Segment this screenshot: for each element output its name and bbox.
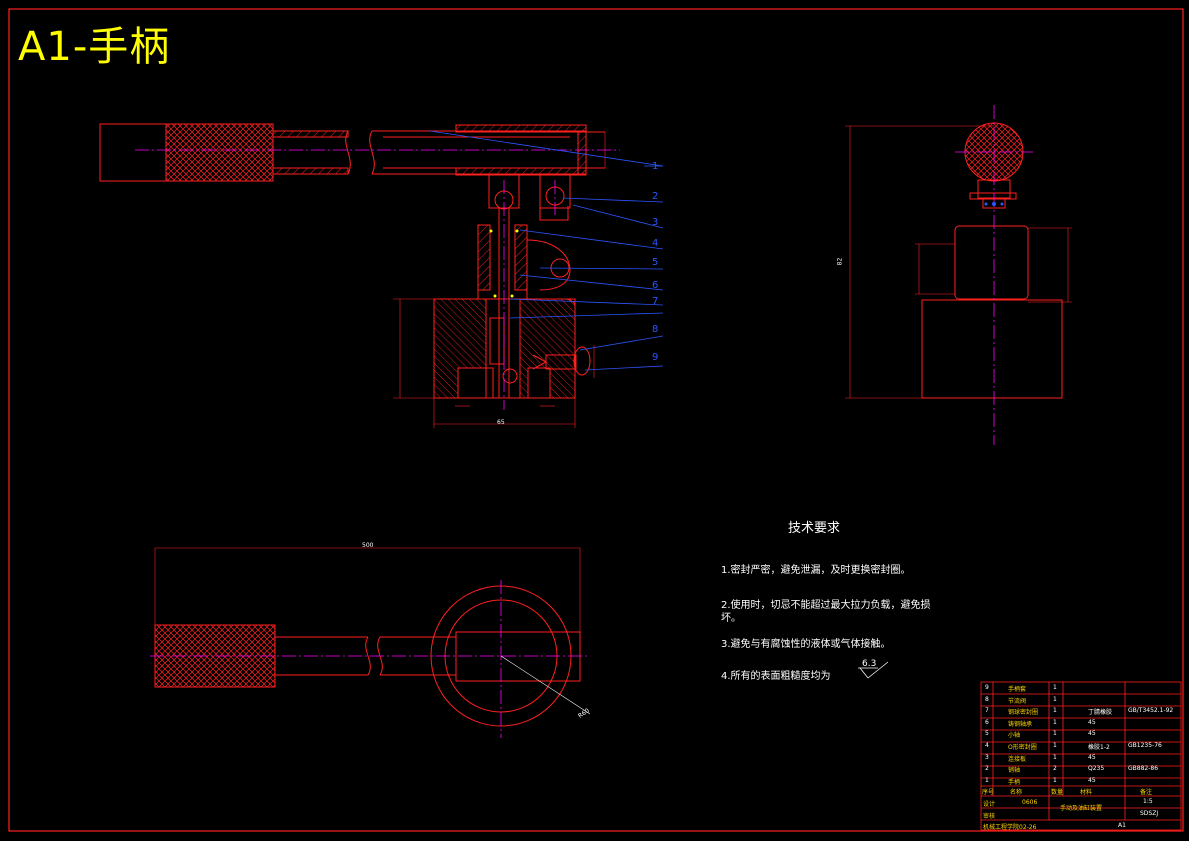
balloon-label: 8 bbox=[652, 324, 659, 335]
drawing-name: 手动及油缸装置 bbox=[1060, 805, 1103, 812]
parts-cell-name: 铸钢轴承 bbox=[1008, 720, 1033, 728]
dim-length-top: 500 bbox=[362, 542, 374, 549]
title-block bbox=[980, 681, 1182, 831]
roughness-value: 6.3 bbox=[862, 659, 877, 669]
parts-cell-no: 2 bbox=[985, 765, 989, 773]
requirement-item: 4.所有的表面粗糙度均为 bbox=[721, 671, 831, 682]
parts-cell-name: O形密封圈 bbox=[1008, 744, 1037, 751]
parts-cell-name: 钢球密封圈 bbox=[1008, 709, 1039, 717]
parts-cell-std: GB1235-76 bbox=[1128, 742, 1162, 749]
parts-cell-qty: 1 bbox=[1053, 684, 1057, 691]
requirement-item: 1.密封严密，避免泄漏，及时更换密封圈。 bbox=[721, 565, 911, 576]
handle-end bbox=[99, 123, 167, 182]
shaft-lower-hatch bbox=[272, 167, 349, 175]
parts-cell-std: GB882-86 bbox=[1128, 765, 1159, 773]
parts-cell-no: 8 bbox=[985, 695, 989, 703]
parts-cell-qty: 2 bbox=[1053, 765, 1057, 773]
side-view bbox=[845, 122, 1072, 399]
parts-header: 备注 bbox=[1140, 789, 1153, 796]
parts-cell-name: 销轴 bbox=[1008, 767, 1021, 775]
dim-width-bottom: 65 bbox=[497, 419, 505, 426]
technical-requirements-heading: 技术要求 bbox=[788, 521, 841, 536]
balloon-label: 5 bbox=[652, 257, 659, 268]
parts-cell-qty: 1 bbox=[1053, 695, 1057, 703]
parts-cell-no: 6 bbox=[985, 718, 989, 726]
drawing-no: 0606 bbox=[1022, 799, 1038, 806]
balloon-label: 1 bbox=[652, 161, 659, 172]
company: 机械工程学院02-26 bbox=[983, 824, 1037, 831]
parts-cell-no: 4 bbox=[985, 742, 989, 749]
parts-cell-name: 小轴 bbox=[1008, 732, 1021, 740]
leader-lines bbox=[429, 130, 664, 371]
parts-cell-no: 5 bbox=[985, 730, 989, 738]
shaft-upper-hatch bbox=[272, 130, 349, 138]
parts-header: 序号 bbox=[982, 789, 995, 796]
parts-cell-qty: 1 bbox=[1053, 742, 1057, 749]
requirement-item: 3.避免与有腐蚀性的液体或气体接触。 bbox=[721, 639, 891, 650]
parts-cell-name: 连接板 bbox=[1008, 755, 1027, 763]
designer-label: 设计 bbox=[983, 801, 996, 808]
parts-cell-qty: 1 bbox=[1053, 753, 1057, 761]
parts-cell-name: 节流阀 bbox=[1008, 697, 1027, 705]
balloon-label: 4 bbox=[652, 238, 659, 249]
parts-cell-qty: 1 bbox=[1053, 707, 1057, 715]
parts-cell-std: GB/T3452.1-92 bbox=[1128, 707, 1174, 715]
parts-cell-material: 丁腈橡胶 bbox=[1088, 709, 1113, 717]
parts-cell-material: 45 bbox=[1088, 753, 1096, 761]
sheet-title: A1-手柄 bbox=[18, 24, 171, 70]
requirement-item: 坏。 bbox=[721, 613, 741, 624]
parts-cell-no: 3 bbox=[985, 753, 989, 761]
parts-cell-material: Q235 bbox=[1088, 765, 1105, 773]
sheet-border bbox=[8, 8, 1184, 832]
front-view bbox=[99, 123, 606, 428]
balloon-label: 9 bbox=[652, 352, 659, 363]
parts-header: 数量 bbox=[1051, 789, 1064, 796]
parts-cell-no: 7 bbox=[985, 707, 989, 715]
parts-cell-name: 手柄 bbox=[1008, 778, 1021, 786]
sheet-size: A1 bbox=[1118, 822, 1126, 829]
top-view bbox=[154, 547, 581, 727]
parts-cell-qty: 1 bbox=[1053, 730, 1057, 738]
balloon-label: 6 bbox=[652, 280, 659, 291]
parts-cell-name: 手柄套 bbox=[1008, 686, 1027, 693]
knurled-grip bbox=[165, 123, 274, 182]
parts-cell-no: 1 bbox=[985, 776, 989, 784]
parts-header: 材料 bbox=[1080, 789, 1093, 796]
parts-cell-qty: 1 bbox=[1053, 776, 1057, 784]
balloon-label: 2 bbox=[652, 191, 659, 202]
parts-cell-no: 9 bbox=[985, 684, 989, 691]
code: SDSZJ bbox=[1140, 810, 1159, 817]
parts-cell-material: 45 bbox=[1088, 718, 1096, 726]
scale: 1:5 bbox=[1143, 798, 1153, 805]
parts-cell-material: 45 bbox=[1088, 730, 1096, 738]
balloon-label: 7 bbox=[652, 296, 659, 307]
parts-header: 名称 bbox=[1010, 789, 1023, 796]
parts-cell-material: 橡胶1-2 bbox=[1088, 744, 1110, 751]
parts-cell-qty: 1 bbox=[1053, 718, 1057, 726]
parts-cell-material: 45 bbox=[1088, 776, 1096, 784]
dim-side-height: 82 bbox=[836, 257, 844, 266]
balloon-label: 3 bbox=[652, 217, 659, 228]
check-label: 审核 bbox=[983, 813, 996, 820]
requirement-item: 2.使用时，切忌不能超过最大拉力负载，避免损 bbox=[721, 600, 931, 611]
